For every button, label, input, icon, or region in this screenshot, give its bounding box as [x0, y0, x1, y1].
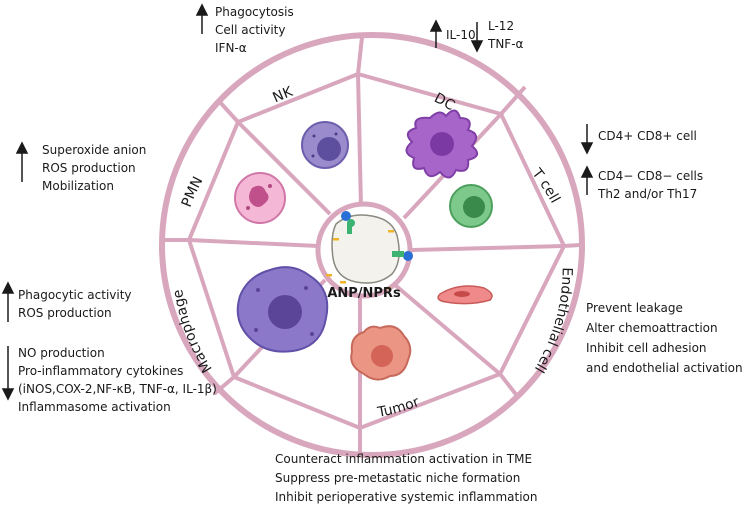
annotation-line: Mobilization: [42, 179, 114, 193]
annotation-line: Alter chemoattraction: [586, 321, 718, 335]
arrow-up-tcell-icon: [580, 165, 594, 195]
annotation-line: Phagocytosis: [215, 5, 294, 19]
annotation-line: Inhibit cell adhesion: [586, 341, 707, 355]
dc-down-annotation: L-12 TNF-α: [488, 17, 523, 53]
macrophage-cell: [236, 266, 329, 353]
arrow-down-dc-icon: [470, 22, 484, 53]
annotation-line: Counteract inflammation activation in TM…: [275, 452, 533, 466]
dc-up-annotation: IL-10: [446, 26, 476, 44]
outer-ring: [159, 32, 585, 458]
annotation-line: IL-10: [446, 28, 476, 42]
dc-cell: [405, 109, 479, 179]
annotation-line: CD4− CD8− cells: [598, 169, 704, 183]
arrow-up-dc-icon: [429, 19, 443, 48]
tumor-cell: [350, 325, 412, 381]
nk-annotation: Phagocytosis Cell activity IFN-α: [215, 3, 294, 57]
annotation-line: Suppress pre-metastatic niche formation: [275, 471, 521, 485]
annotation-line: CD4+ CD8+ cell: [598, 129, 697, 143]
annotation-line: ROS production: [18, 306, 112, 320]
arrow-up-macrophage-icon: [1, 281, 15, 322]
arrows: [1, 3, 594, 401]
endothelial-annotation: Prevent leakage Alter chemoattraction In…: [586, 298, 743, 378]
annotation-line: Superoxide anion: [42, 143, 147, 157]
pmn-cell: [234, 172, 286, 224]
arrow-up-pmn-icon: [15, 141, 29, 182]
arrow-down-tcell-icon: [580, 124, 594, 155]
annotation-line: Prevent leakage: [586, 301, 683, 315]
macrophage-up-annotation: Phagocytic activity ROS production: [18, 286, 132, 322]
macrophage-down-annotation: NO production Pro-inflammatory cytokines…: [18, 344, 217, 416]
tcell-up-annotation: CD4− CD8− cells Th2 and/or Th17: [598, 167, 703, 203]
annotation-line: (iNOS,COX-2,NF-κB, TNF-α, IL-1β): [18, 382, 217, 396]
annotation-line: Cell activity: [215, 23, 286, 37]
annotation-line: Phagocytic activity: [18, 288, 132, 302]
annotation-line: Pro-inflammatory cytokines: [18, 364, 184, 378]
segment-label-nk: NK: [270, 84, 295, 107]
receptor-top: [341, 211, 355, 234]
nk-cell: [301, 121, 349, 169]
center-cell: [331, 214, 400, 284]
annotation-line: TNF-α: [488, 37, 524, 51]
center-label: ANP/NPRs: [327, 286, 401, 301]
anp-peptides: [326, 230, 394, 290]
tcell-cell: [449, 184, 493, 228]
annotation-line: L-12: [488, 19, 515, 33]
annotation-line: Th2 and/or Th17: [598, 187, 698, 201]
receptor-right: [392, 251, 413, 261]
pmn-annotation: Superoxide anion ROS production Mobiliza…: [42, 141, 146, 195]
arrow-down-macrophage-icon: [1, 346, 15, 401]
tumor-annotation: Counteract inflammation activation in TM…: [275, 450, 538, 507]
annotation-line: NO production: [18, 346, 105, 360]
annotation-line: Inhibit perioperative systemic inflammat…: [275, 490, 538, 504]
annotation-line: IFN-α: [215, 41, 247, 55]
annotation-line: Inflammasome activation: [18, 400, 171, 414]
annotation-line: and endothelial activation: [586, 361, 743, 375]
annotation-line: ROS production: [42, 161, 136, 175]
tcell-down-annotation: CD4+ CD8+ cell: [598, 127, 697, 145]
arrow-up-nk-icon: [195, 3, 209, 34]
endothelial-cell: [437, 285, 493, 305]
